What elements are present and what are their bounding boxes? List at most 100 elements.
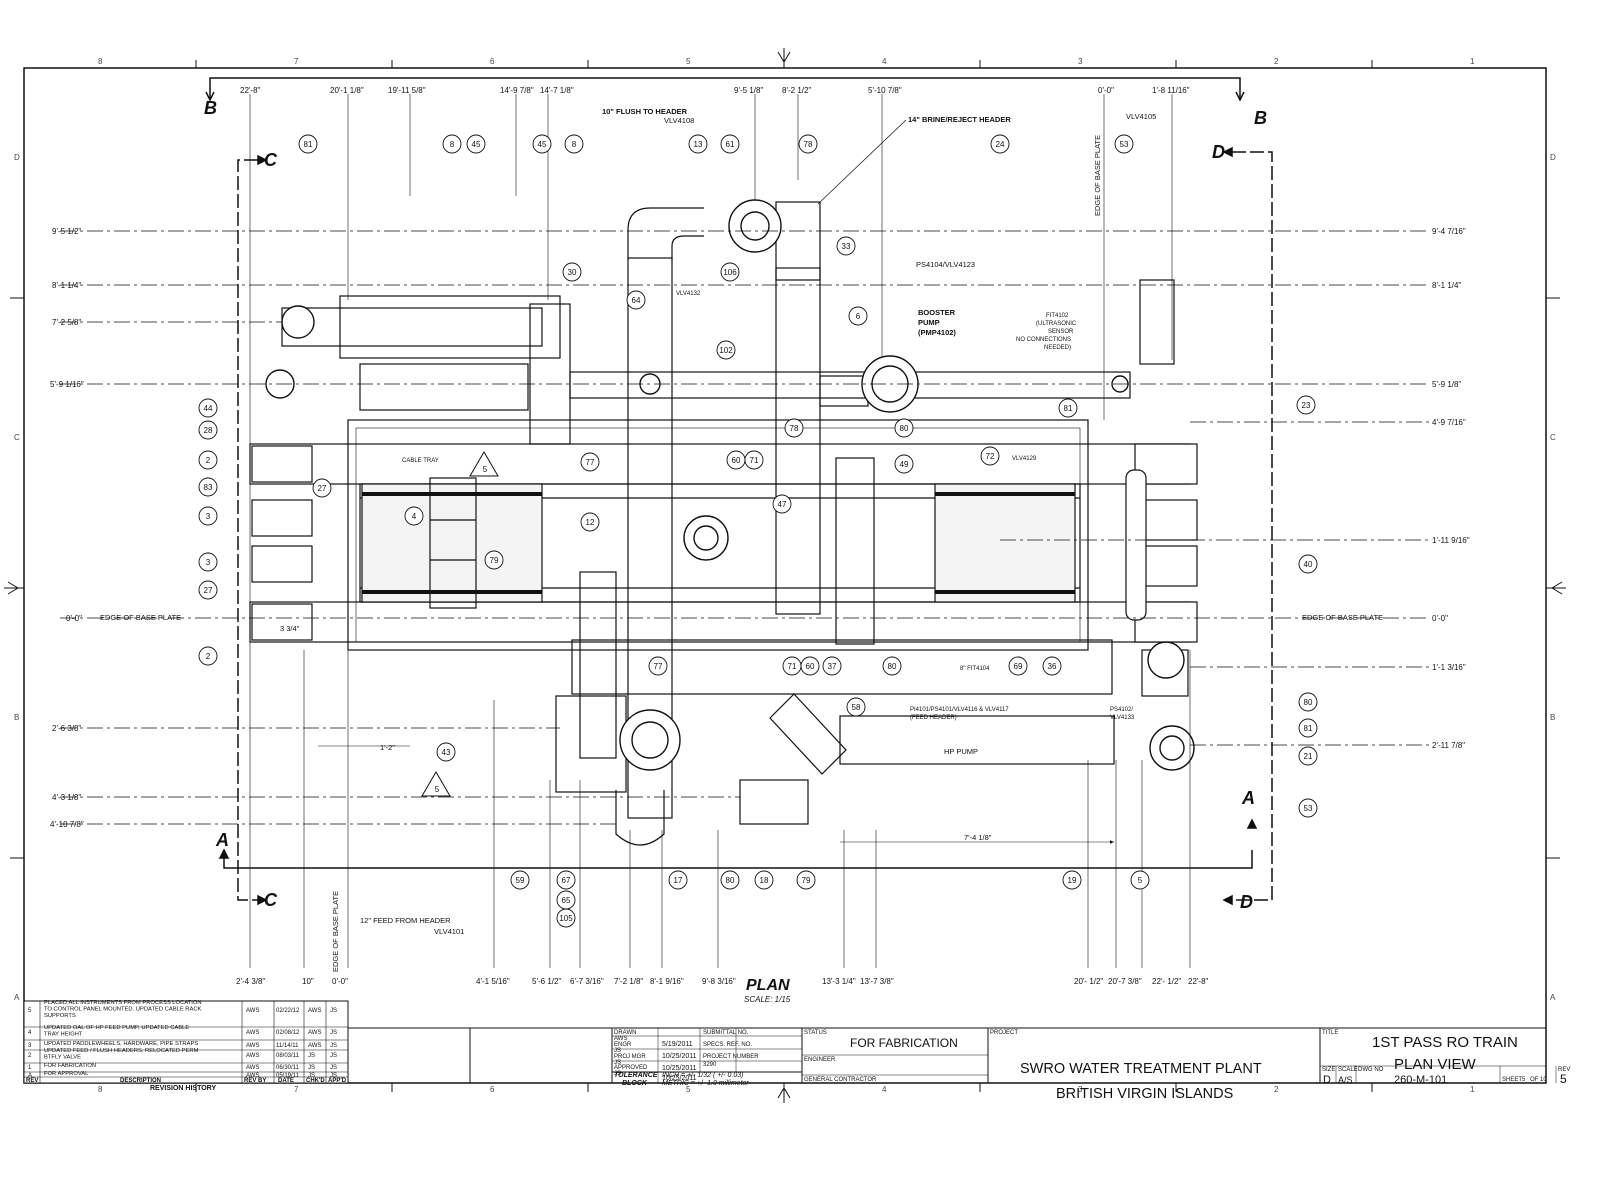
revision-description: PLACED ALL INSTRUMENTS FROM PROCESS LOCA… [44, 1000, 202, 1006]
dimension: 9'-5 1/2" [52, 227, 81, 236]
callout-number: 27 [204, 586, 213, 595]
callout-bubble [564, 134, 584, 154]
note-booster: PUMP [918, 318, 940, 327]
callout-number: 83 [204, 483, 213, 492]
callout-bubble [298, 134, 318, 154]
dimension: 22'-8" [1188, 977, 1209, 986]
callout-bubble [532, 134, 552, 154]
callout-bubble [688, 134, 708, 154]
grid-col: 2 [1274, 1085, 1279, 1094]
callout-bubble [784, 418, 804, 438]
revision-cell: JS [330, 1053, 337, 1059]
grid-row: C [14, 433, 20, 442]
callout-bubble [198, 646, 218, 666]
callout-bubble [836, 236, 856, 256]
callout-number: 3 [206, 512, 211, 521]
grid-col: 2 [1274, 57, 1279, 66]
callout-number: 49 [900, 460, 909, 469]
dimension: 6'-7 3/16" [570, 977, 604, 986]
callout-bubble [882, 656, 902, 676]
tb-value: 5 [1522, 1077, 1526, 1083]
callout-number: 78 [804, 140, 813, 149]
tb-label: OF [1530, 1077, 1539, 1083]
callout-bubble [466, 134, 486, 154]
callout-bubble [1298, 554, 1318, 574]
tb-label: ENGINEER [804, 1057, 836, 1063]
revision-cell: JS [330, 1043, 337, 1049]
callout-bubble [556, 908, 576, 928]
callout-bubble [1298, 692, 1318, 712]
tb-tolerance: BLOCK [622, 1080, 648, 1087]
grid-col: 8 [98, 57, 103, 66]
callout-number: 71 [750, 456, 759, 465]
revision-cell: AWS [308, 1030, 321, 1036]
tb-value: 10/25/2011 [662, 1053, 697, 1060]
callout-bubble [800, 656, 820, 676]
callout-number: 77 [586, 458, 595, 467]
grid-row: D [14, 153, 20, 162]
revision-cell: 02/08/12 [276, 1030, 300, 1036]
grid-col: 1 [1470, 1085, 1475, 1094]
callout-number: 106 [723, 268, 737, 277]
revision-cell: AWS [246, 1053, 259, 1059]
callout-bubble [1130, 870, 1150, 890]
grid-col: 1 [1470, 57, 1475, 66]
callout-number: 77 [654, 662, 663, 671]
tb-label: GENERAL CONTRACTOR [804, 1077, 877, 1083]
note-vlv4101: VLV4101 [434, 927, 464, 936]
callout-number: 17 [674, 876, 683, 885]
revision-cell: 3 [28, 1043, 32, 1049]
callout-bubble [754, 870, 774, 890]
revision-cell: AWS [246, 1043, 259, 1049]
grid-col: 8 [98, 1085, 103, 1094]
callout-bubble [580, 512, 600, 532]
revision-history-title: REVISION HISTORY [150, 1085, 216, 1092]
dimension: 20'- 1/2" [1074, 977, 1103, 986]
revision-cell: 4 [28, 1030, 32, 1036]
grid-column-labels: 8 7 6 5 4 3 2 1 8 7 6 5 4 3 2 1 [98, 57, 1475, 1094]
callout-number: 12 [586, 518, 595, 527]
callout-number: 61 [726, 140, 735, 149]
grid-col: 6 [490, 57, 495, 66]
revision-triangles [421, 451, 499, 797]
callout-number: 45 [538, 140, 547, 149]
callout-number: 43 [442, 748, 451, 757]
tb-value: 10/25/2011 [662, 1065, 697, 1072]
callout-number: 27 [318, 484, 327, 493]
callout-bubble [822, 656, 842, 676]
callout-bubble [556, 870, 576, 890]
callout-bubble [1114, 134, 1134, 154]
base-plate [347, 419, 1089, 651]
dimension: 5'-9 1/8" [1432, 380, 1461, 389]
callout-number: 60 [806, 662, 815, 671]
revision-cell: JS [308, 1053, 315, 1059]
grid-col: 5 [686, 57, 691, 66]
callout-number: 13 [694, 140, 703, 149]
section-marker-d: D [1240, 892, 1253, 912]
tb-label: APPROVED [614, 1065, 648, 1071]
tb-value: JS [614, 1071, 621, 1077]
tb-rev: 5 [1560, 1072, 1567, 1086]
revision-triangle-label: 5 [483, 465, 488, 474]
callout-number: 102 [719, 346, 733, 355]
rev-header: DESCRIPTION [120, 1078, 161, 1084]
callout-number: 36 [1048, 662, 1057, 671]
note-ps4102: VLV4133 [1110, 715, 1135, 721]
grid-col: 4 [882, 57, 887, 66]
note-vlv4108: VLV4108 [664, 116, 694, 125]
callout-bubble [1062, 870, 1082, 890]
tb-label: PROJ MGR [614, 1054, 646, 1060]
dimension: 4'-3 1/8" [52, 793, 81, 802]
revision-description: TRAY HEIGHT [44, 1032, 83, 1038]
tb-tolerance: TOLERANCE [614, 1072, 658, 1079]
revision-cell: JS [330, 1030, 337, 1036]
revision-cell: JS [308, 1065, 315, 1071]
dimension: 5'-10 7/8" [868, 86, 902, 95]
callout-number: 28 [204, 426, 213, 435]
callout-bubble [894, 418, 914, 438]
revision-description: UPDATED OAL OF HP FEED PUMP, UPDATED CAB… [44, 1025, 189, 1031]
revision-cell: AWS [246, 1065, 259, 1071]
callout-number: 78 [790, 424, 799, 433]
grid-row: A [14, 993, 20, 1002]
